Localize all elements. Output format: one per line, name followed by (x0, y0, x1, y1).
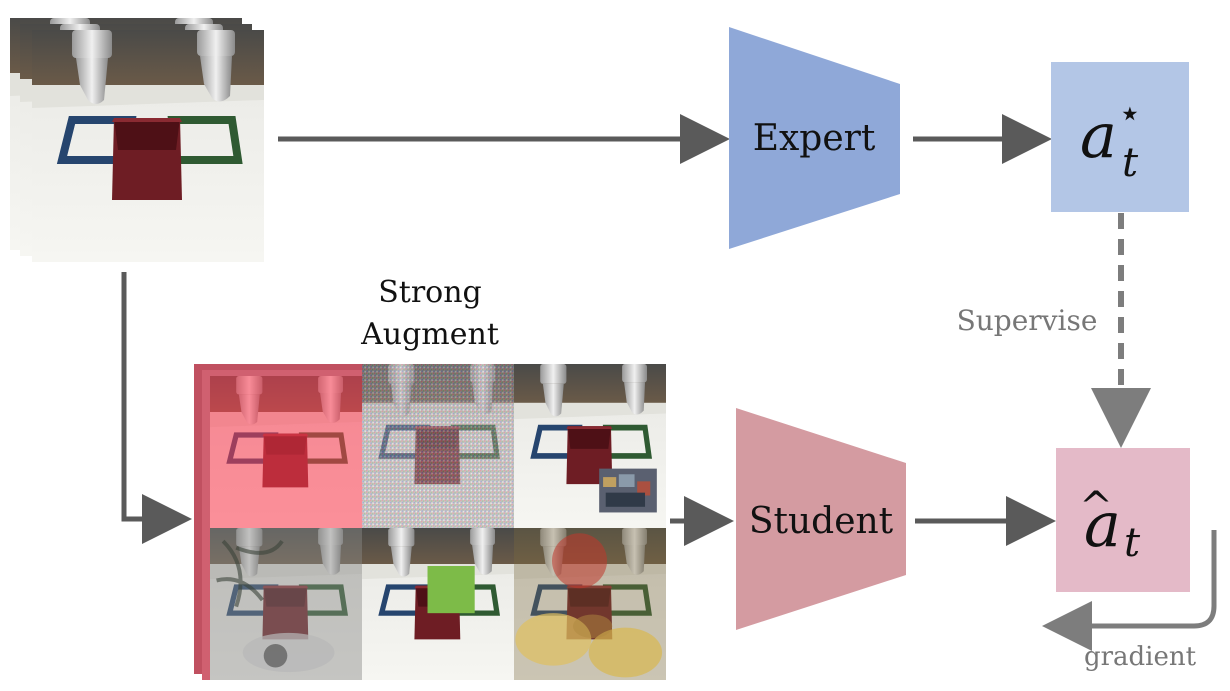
student-label: Student (749, 501, 894, 542)
aug-cell-color-tint (210, 376, 362, 528)
student-action-subscript: t (1124, 520, 1141, 566)
student-network (736, 408, 906, 630)
supervise-label: Supervise (957, 304, 1098, 337)
expert-label: Expert (753, 118, 876, 159)
strong-augment-label-line2: Augment (360, 317, 499, 352)
gradient-label: gradient (1084, 642, 1197, 672)
aug-cell-noise (362, 364, 514, 528)
expert-action-star: ⋆ (1118, 91, 1142, 135)
aug-cell-background-overlay (210, 528, 362, 680)
expert-network (729, 27, 900, 249)
student-action-hat: ^ (1079, 484, 1113, 530)
student-action-symbol: a (1084, 488, 1121, 561)
expert-action-box (1051, 62, 1189, 212)
aug-cell-cutout (362, 528, 514, 680)
input-image-stack (10, 18, 264, 262)
expert-action-symbol: a (1080, 99, 1117, 172)
augmented-image-stack (194, 364, 666, 680)
arrow-input-to-augment (121, 272, 192, 544)
aug-cell-image-blend (514, 528, 666, 680)
student-action-box (1056, 448, 1190, 592)
aug-cell-overlay-patch (514, 364, 666, 528)
arrow-gradient (1042, 530, 1217, 651)
strong-augment-label-line1: Strong (378, 275, 482, 310)
input-image-front (32, 30, 264, 262)
expert-action-subscript: t (1122, 140, 1139, 186)
augmented-grid (210, 364, 666, 680)
